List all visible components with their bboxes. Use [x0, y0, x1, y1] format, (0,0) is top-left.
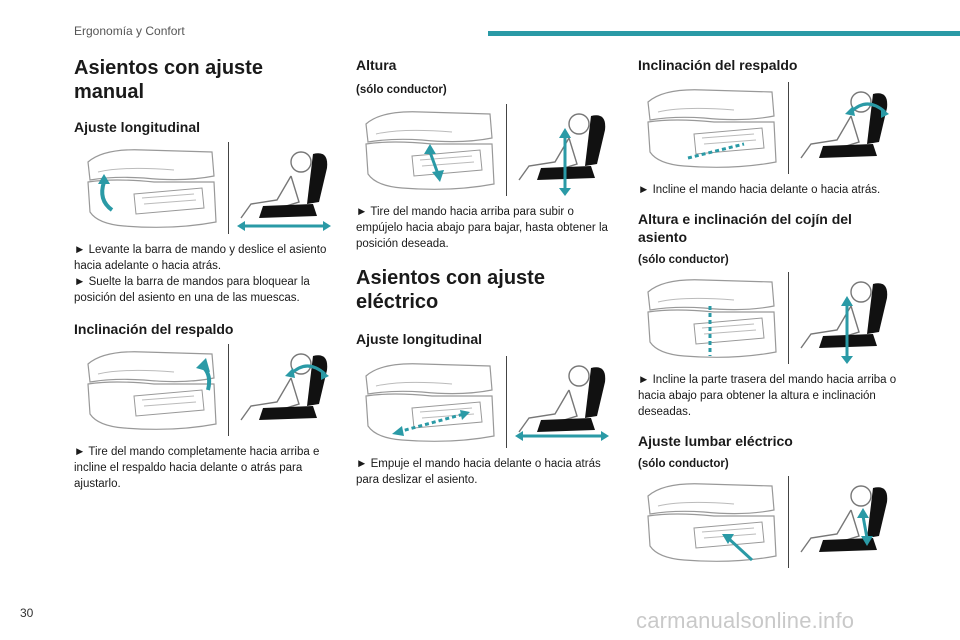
seat-side-illustration: [84, 344, 224, 436]
manual-seats-title: Asientos con ajuste manual: [74, 57, 263, 103]
seat-side-illustration: [644, 476, 784, 568]
height-figure: [362, 104, 618, 196]
cushion-heading: Altura e inclinación del cojín del asien…: [638, 211, 852, 245]
figure-divider: [506, 104, 507, 196]
electric-recline-text: ► Incline el mando hacia delante o hacia…: [638, 184, 881, 196]
cushion-note: (sólo conductor): [638, 254, 729, 266]
longitudinal-text-1: ► Levante la barra de mando y deslice el…: [74, 244, 327, 272]
sitter-longitudinal-illustration: [237, 142, 331, 231]
figure-divider: [228, 142, 229, 234]
electric-longitudinal-figure: [362, 356, 618, 448]
seat-side-illustration: [644, 82, 784, 174]
header-accent-bar: [488, 31, 960, 36]
column-height-electric: Altura (sólo conductor) ► Tire del mando…: [356, 56, 618, 488]
seat-side-illustration: [84, 142, 224, 234]
page-number: 30: [20, 606, 34, 620]
sitter-recline-illustration: [233, 344, 329, 436]
longitudinal-figure: [84, 142, 336, 234]
figure-divider: [788, 82, 789, 174]
cushion-text: ► Incline la parte trasera del mando hac…: [638, 374, 897, 418]
recline-heading: Inclinación del respaldo: [74, 321, 234, 337]
figure-divider: [228, 344, 229, 436]
sitter-electric-recline-illustration: [793, 82, 889, 174]
electric-longitudinal-heading: Ajuste longitudinal: [356, 331, 482, 347]
electric-longitudinal-text: ► Empuje el mando hacia delante o hacia …: [356, 458, 601, 486]
electric-seats-title: Asientos con ajuste eléctrico: [356, 267, 545, 313]
recline-text: ► Tire del mando completamente hacia arr…: [74, 446, 320, 490]
electric-recline-heading: Inclinación del respaldo: [638, 57, 798, 73]
sitter-electric-longitudinal-illustration: [515, 356, 609, 441]
sitter-cushion-illustration: [793, 272, 893, 364]
recline-figure: [84, 344, 336, 436]
cushion-figure: [644, 272, 900, 364]
figure-divider: [788, 272, 789, 364]
seat-side-illustration: [362, 104, 502, 196]
lumbar-note: (sólo conductor): [638, 458, 729, 470]
height-heading: Altura: [356, 57, 397, 73]
sitter-lumbar-illustration: [793, 476, 893, 568]
column-manual-seats: Asientos con ajuste manual Ajuste longit…: [74, 56, 336, 492]
longitudinal-heading: Ajuste longitudinal: [74, 119, 200, 135]
figure-divider: [506, 356, 507, 448]
column-recline-cushion-lumbar: Inclinación del respaldo ► Incline el ma…: [638, 56, 900, 568]
sitter-height-illustration: [511, 104, 611, 196]
section-header: Ergonomía y Confort: [74, 24, 185, 38]
watermark: carmanualsonline.info: [636, 608, 855, 633]
height-text: ► Tire del mando hacia arriba para subir…: [356, 206, 608, 250]
figure-divider: [788, 476, 789, 568]
lumbar-heading: Ajuste lumbar eléctrico: [638, 433, 793, 449]
seat-side-illustration: [644, 272, 784, 364]
longitudinal-text-2: ► Suelte la barra de mandos para bloquea…: [74, 276, 310, 304]
seat-side-illustration: [362, 356, 502, 448]
electric-recline-figure: [644, 82, 900, 174]
height-note: (sólo conductor): [356, 84, 447, 96]
lumbar-figure: [644, 476, 900, 568]
